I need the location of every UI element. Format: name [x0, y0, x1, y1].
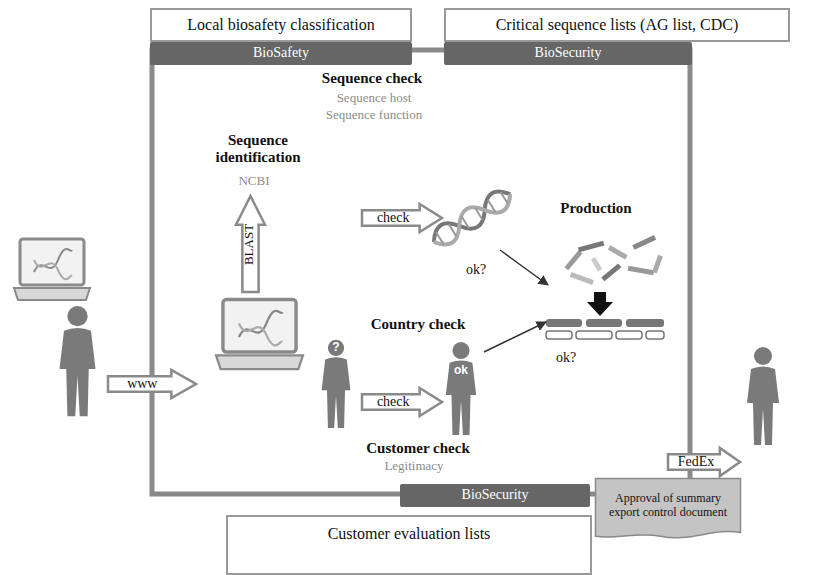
step-title: Country check	[371, 316, 466, 333]
ok-mark: ok?	[556, 350, 576, 366]
person	[322, 340, 351, 428]
node-text: BioSecurity	[535, 45, 602, 61]
arrow-shape	[668, 448, 740, 476]
list-box: Local biosafety classification	[150, 8, 412, 42]
export-document: Approval of summary export control docum…	[594, 478, 742, 540]
node-text: Critical sequence lists (AG list, CDC)	[496, 16, 739, 34]
node-text: Customer evaluation lists	[328, 525, 491, 543]
node-text: BioSecurity	[462, 487, 529, 503]
arrow-shape	[362, 204, 442, 232]
step-detail: NCBI	[238, 174, 269, 189]
category-band: BioSecurity	[444, 42, 692, 65]
node-text: BLAST	[243, 223, 258, 264]
laptop	[14, 239, 90, 300]
category-band: BioSecurity	[400, 484, 590, 507]
node-text: BioSafety	[253, 45, 309, 61]
ok-line	[500, 250, 548, 285]
category-band: BioSafety	[150, 42, 412, 65]
frame	[152, 50, 690, 494]
list-box: Critical sequence lists (AG list, CDC)	[444, 8, 790, 42]
block-arrow: FedEx	[668, 448, 740, 476]
block-arrow: check	[362, 204, 442, 232]
arrow-shape	[362, 388, 442, 416]
arrow-shape	[236, 196, 265, 292]
person	[446, 342, 476, 435]
ok-mark: ok	[454, 364, 468, 378]
assembled-gene	[546, 319, 664, 339]
step-title: Production	[560, 200, 631, 217]
person	[747, 347, 779, 445]
node-text: Approval of summary export control docum…	[594, 488, 742, 530]
list-box: Customer evaluation lists	[226, 515, 592, 575]
ok-mark: ok?	[466, 262, 486, 278]
ok-line	[484, 322, 546, 352]
step-title: Sequence identification	[199, 132, 317, 167]
block-arrow: BLAST	[236, 196, 265, 292]
oligo-fragments	[564, 235, 663, 285]
person	[60, 306, 96, 416]
step-detail: Sequence function	[326, 108, 422, 123]
node-text: check	[377, 394, 410, 410]
down-arrow	[587, 292, 613, 316]
block-arrow: check	[362, 388, 442, 416]
laptop	[216, 299, 303, 369]
block-arrow: www	[108, 370, 196, 398]
node-text: check	[377, 210, 410, 226]
node-text: Local biosafety classification	[187, 16, 374, 34]
question-mark: ?	[332, 341, 339, 355]
arrow-shape	[108, 370, 196, 398]
step-title: Sequence check	[322, 70, 422, 87]
node-text: FedEx	[678, 454, 715, 470]
node-text: www	[127, 376, 157, 392]
step-detail: Sequence host	[337, 91, 412, 106]
step-title: Customer check	[366, 440, 469, 457]
step-detail: Legitimacy	[384, 459, 443, 474]
